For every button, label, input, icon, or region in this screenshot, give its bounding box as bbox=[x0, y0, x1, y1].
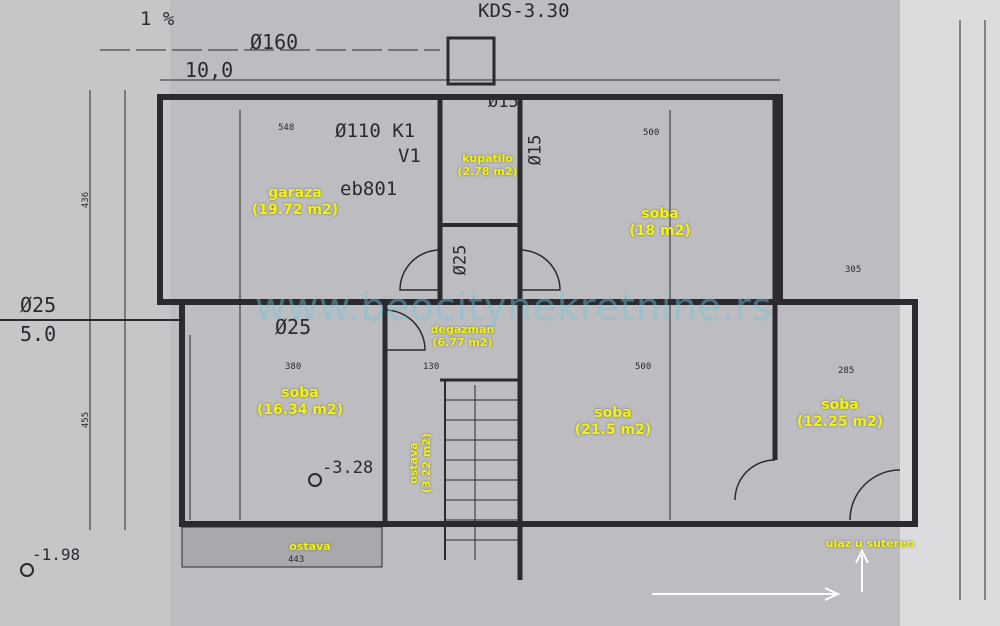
room-area: (18 m2) bbox=[629, 223, 691, 239]
room-kupatilo: kupatilo(2.78 m2) bbox=[445, 152, 530, 178]
room-name: soba bbox=[281, 385, 319, 401]
slope-text: 1 % bbox=[140, 8, 175, 30]
watermark: www.beocitynekretnine.rs bbox=[255, 285, 773, 329]
room-area: (16.34 m2) bbox=[256, 402, 344, 418]
left-distance-text: 5.0 bbox=[20, 322, 57, 346]
room-name: soba bbox=[594, 405, 632, 421]
room-area: (6.77 m2) bbox=[432, 336, 493, 349]
level-mark: KDS-3.30 bbox=[478, 0, 570, 22]
entrance-label: ulaz u suteren bbox=[825, 537, 915, 550]
dim: 455 bbox=[81, 411, 92, 429]
room-area: (2.78 m2) bbox=[457, 165, 518, 178]
pipe-main-text: Ø160 bbox=[250, 30, 299, 54]
room-ostava-322: ostava(3.22 m2) bbox=[407, 418, 433, 508]
room-name: garaza bbox=[268, 185, 322, 201]
inner-pipe-text: Ø25 bbox=[275, 315, 312, 339]
room-area: (12.25 m2) bbox=[796, 414, 884, 430]
dim: 548 bbox=[278, 123, 295, 133]
room-soba-18: soba(18 m2) bbox=[610, 206, 710, 240]
room-soba-1634: soba(16.34 m2) bbox=[250, 385, 350, 419]
dim: 500 bbox=[635, 362, 652, 372]
dim: 305 bbox=[845, 265, 862, 275]
room-soba-215: soba(21.5 m2) bbox=[563, 405, 663, 439]
room-ostava: ostava bbox=[289, 540, 331, 553]
room-name: soba bbox=[641, 206, 679, 222]
dim: 443 bbox=[288, 555, 305, 565]
room-name: kupatilo bbox=[462, 152, 513, 165]
dim: 500 bbox=[643, 128, 660, 138]
room-name: soba bbox=[821, 397, 859, 413]
floor-level-text: -3.28 bbox=[322, 458, 374, 478]
dim: 436 bbox=[81, 191, 92, 209]
room-area: (21.5 m2) bbox=[574, 422, 652, 438]
eb-mark-text: eb801 bbox=[340, 178, 398, 200]
room-name: ostava bbox=[407, 442, 420, 484]
left-level-text: -1.98 bbox=[32, 545, 81, 564]
room-degazman: degazman(6.77 m2) bbox=[420, 323, 505, 349]
room-soba-1225: soba(12.25 m2) bbox=[790, 397, 890, 431]
dim: 380 bbox=[285, 362, 302, 372]
room-area: (19.72 m2) bbox=[251, 202, 339, 218]
distance-text: 10,0 bbox=[185, 58, 234, 82]
room-area: (3.22 m2) bbox=[420, 432, 433, 494]
pipe-25v-text: Ø25 bbox=[450, 244, 471, 276]
room-garaza: garaza(19.72 m2) bbox=[245, 185, 345, 219]
left-pipe-text: Ø25 bbox=[20, 293, 57, 317]
pipe-110-text: Ø110 K1 bbox=[335, 120, 416, 142]
dim: 285 bbox=[838, 366, 855, 376]
pipe-15-text: Ø15 bbox=[488, 92, 519, 112]
v-mark-text: V1 bbox=[398, 145, 421, 167]
wall-bottom-block bbox=[179, 299, 918, 527]
room-name: degazman bbox=[430, 323, 495, 336]
dim: 130 bbox=[423, 362, 440, 372]
